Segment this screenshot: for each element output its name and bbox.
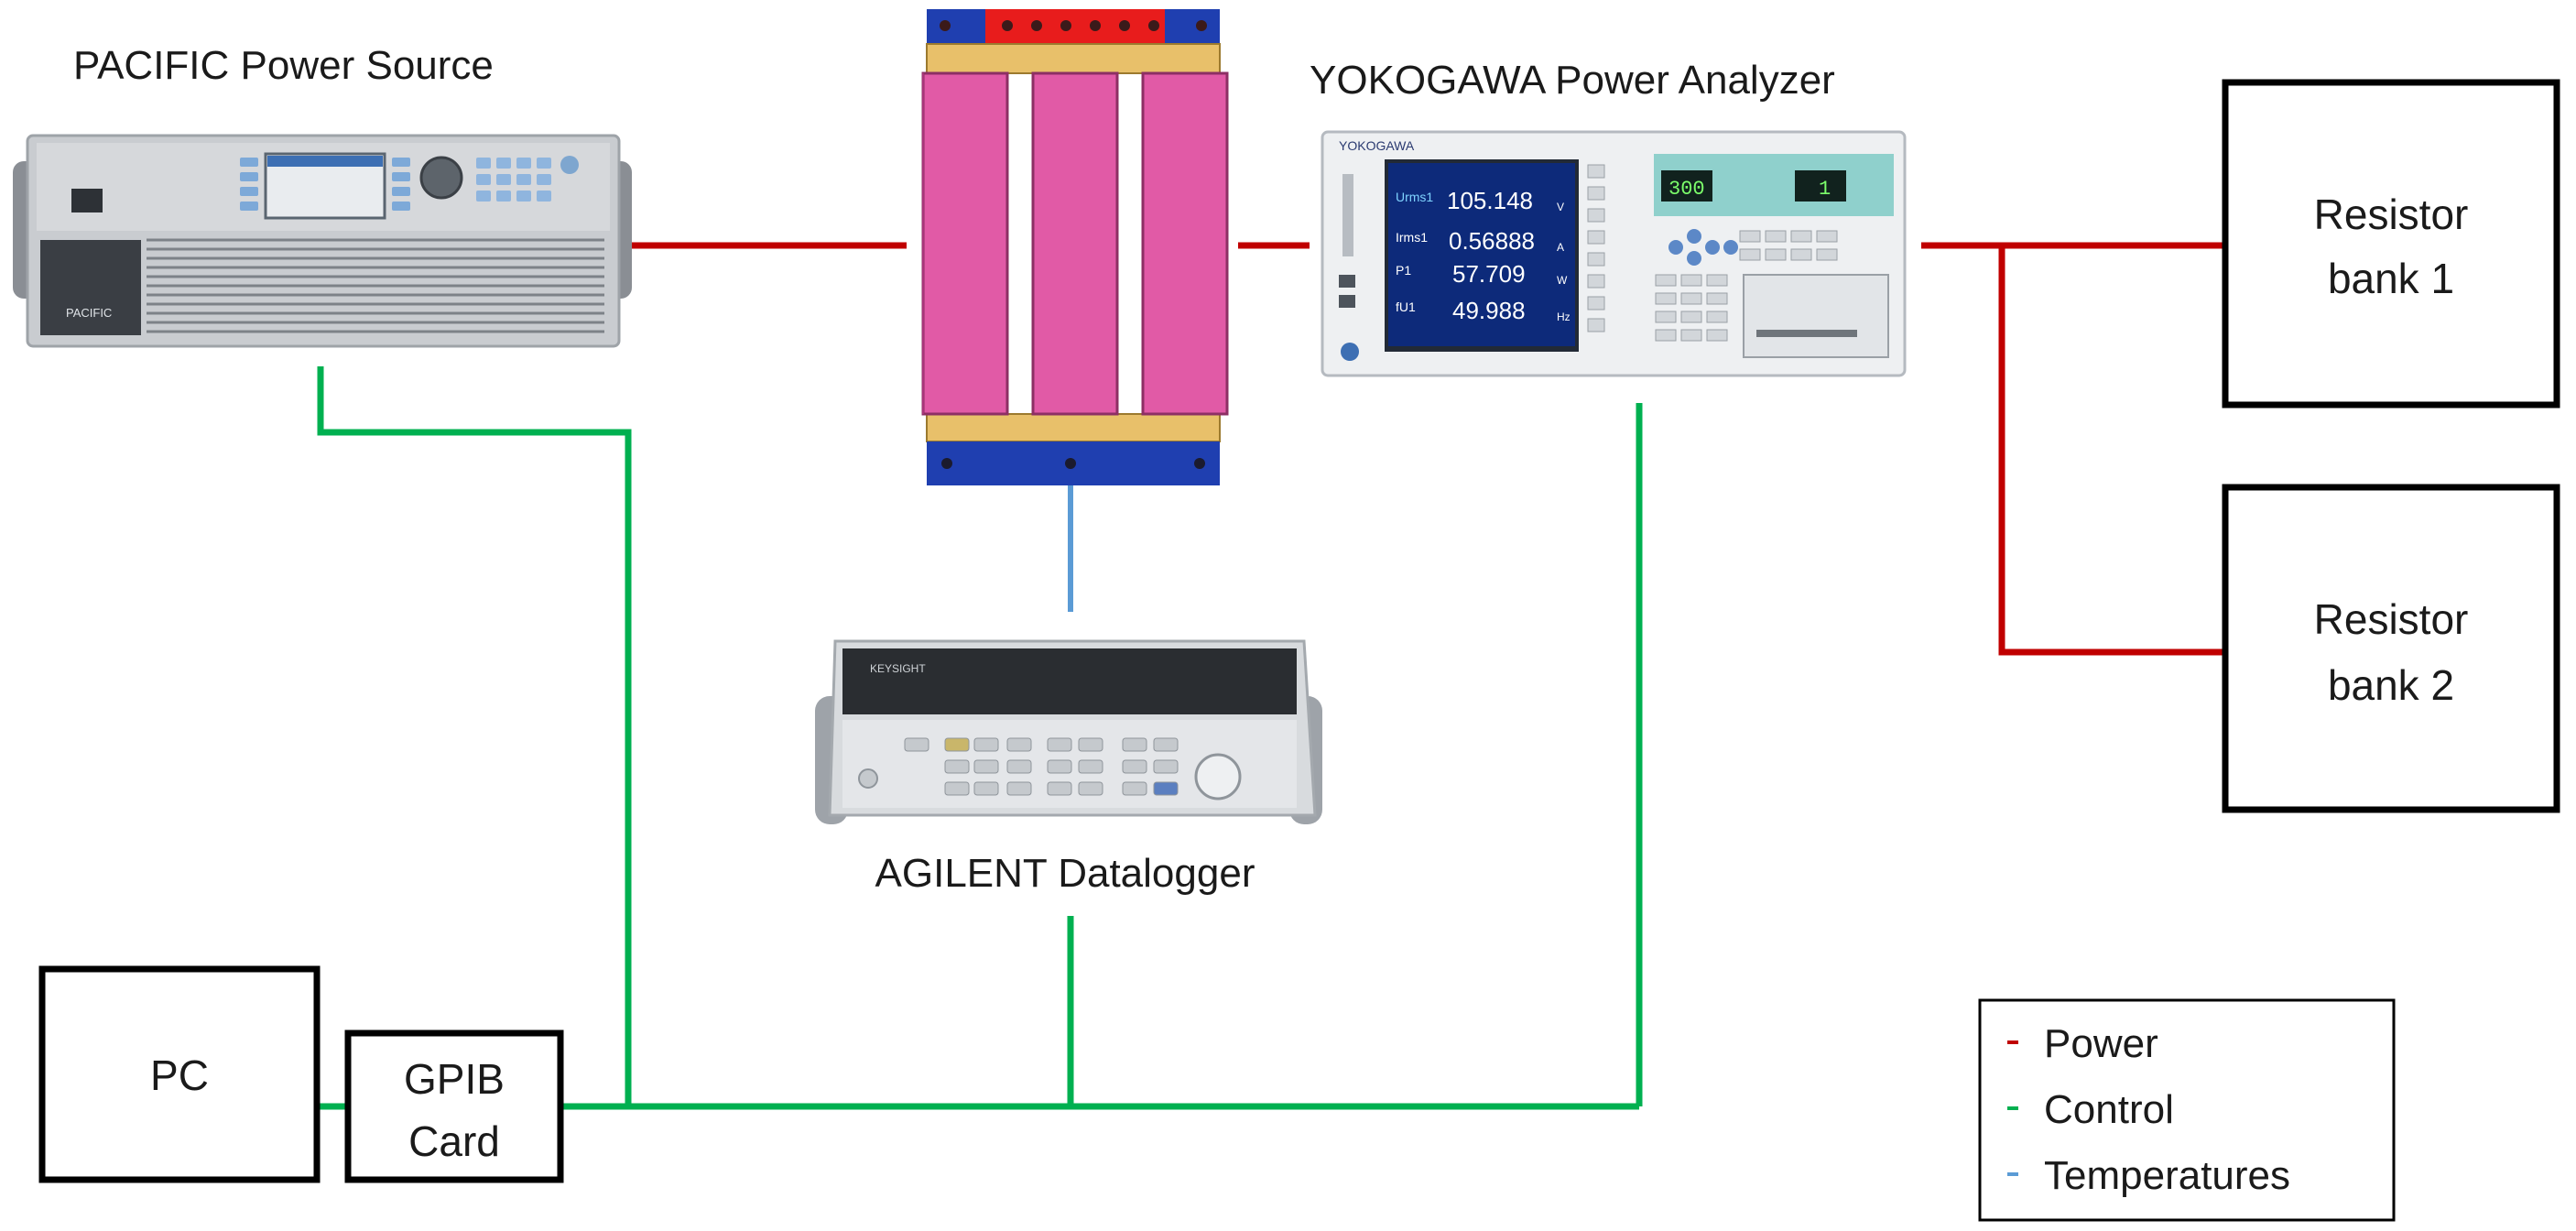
pacific-knob (419, 156, 463, 200)
legend-item-control: Control (2007, 1087, 2174, 1132)
yokogawa-power-analyzer: YOKOGAWA Power Analyzer YOKOGAWA Urms1 1… (1310, 58, 1907, 377)
resistor-bank-2: Resistor bank 2 (2222, 484, 2560, 813)
module-top-clamp (926, 43, 1221, 74)
resistor-bank-2-line1: Resistor (2314, 595, 2469, 643)
legend-item-power: Power (2007, 1021, 2158, 1066)
control-line-pacific (317, 366, 632, 1106)
reading-value-urms1: 105.148 (1447, 187, 1533, 214)
yokogawa-range-current: 1 (1819, 178, 1831, 201)
pacific-vent-grille (147, 238, 604, 333)
yokogawa-screen (1388, 163, 1575, 346)
legend-item-temperatures: Temperatures (2007, 1153, 2290, 1198)
resistor-bank-2-line2: bank 2 (2328, 661, 2454, 709)
reading-unit-irms1: A (1557, 241, 1564, 254)
legend: Power Control Temperatures (1978, 998, 2396, 1222)
yokogawa-range-voltage: 300 (1668, 178, 1705, 201)
legend-label-temperatures: Temperatures (2044, 1153, 2290, 1198)
reading-name-fu1: fU1 (1396, 300, 1416, 314)
yokogawa-usb-port-2 (1339, 295, 1355, 308)
module-bottom-bolts (941, 458, 1205, 469)
pacific-label: PACIFIC Power Source (73, 43, 494, 88)
resistor-bank-1: Resistor bank 1 (2222, 79, 2560, 409)
gpib-card-line1: GPIB (404, 1055, 505, 1103)
legend-label-control: Control (2044, 1087, 2174, 1132)
pacific-power-source: PACIFIC Power Source PACIFIC (13, 43, 632, 348)
gpib-card-line2: Card (408, 1117, 500, 1165)
agilent-keys (904, 737, 1179, 796)
yokogawa-brand: YOKOGAWA (1339, 138, 1415, 153)
test-module (921, 9, 1229, 485)
pacific-power-switch (71, 189, 103, 212)
pacific-keypad (476, 158, 551, 202)
pc: PC (38, 965, 321, 1183)
power-line-branch-resistor2 (1998, 245, 2225, 656)
agilent-label: AGILENT Datalogger (875, 851, 1255, 896)
reading-value-fu1: 49.988 (1452, 297, 1526, 324)
reading-unit-fu1: Hz (1557, 310, 1571, 323)
module-stack-3 (1141, 71, 1229, 416)
pacific-screen-header (267, 156, 383, 167)
module-cell-stacks (921, 71, 1229, 416)
gpib-card-box (344, 1029, 564, 1183)
pacific-badge: PACIFIC (66, 306, 112, 320)
resistor-bank-1-box (2222, 79, 2560, 409)
yokogawa-printer-paper (1756, 330, 1857, 337)
agilent-power-button (858, 768, 878, 789)
resistor-bank-1-line1: Resistor (2314, 191, 2469, 238)
yokogawa-range-current-display (1795, 170, 1846, 202)
yokogawa-nav-keys (1668, 229, 1738, 266)
module-top-bolts (940, 20, 1207, 31)
reading-name-p1: P1 (1396, 263, 1411, 278)
pacific-front-panel-left (40, 240, 141, 335)
pc-box (38, 965, 321, 1183)
resistor-bank-2-box (2222, 484, 2560, 813)
yokogawa-usb-slot (1342, 174, 1353, 256)
yokogawa-power-button (1341, 343, 1359, 361)
gpib-card: GPIB Card (344, 1029, 564, 1183)
module-stack-1 (921, 71, 1009, 416)
reading-name-irms1: Irms1 (1396, 230, 1428, 245)
pacific-softkeys (240, 158, 410, 211)
yokogawa-side-keys (1587, 164, 1605, 332)
legend-box (1978, 998, 2396, 1222)
module-bottom-clamp (926, 413, 1221, 442)
module-top-plate-red (985, 9, 1165, 44)
agilent-datalogger: KEYSIGHT AGILENT Datalogger (815, 639, 1322, 896)
agilent-display (842, 648, 1297, 714)
pacific-power-button (560, 156, 579, 174)
pc-label: PC (150, 1051, 209, 1099)
reading-value-irms1: 0.56888 (1449, 227, 1535, 255)
power-lines (632, 242, 2225, 656)
reading-name-urms1: Urms1 (1396, 190, 1433, 204)
resistor-bank-1-line2: bank 1 (2328, 255, 2454, 302)
yokogawa-label: YOKOGAWA Power Analyzer (1310, 58, 1835, 103)
yokogawa-range-voltage-display (1661, 170, 1712, 202)
reading-value-p1: 57.709 (1452, 260, 1526, 288)
reading-unit-urms1: V (1557, 201, 1564, 213)
agilent-knob (1194, 753, 1242, 801)
yokogawa-readings: Urms1 105.148 V Irms1 0.56888 A P1 57.70… (1396, 187, 1571, 324)
legend-label-power: Power (2044, 1021, 2158, 1066)
yokogawa-function-keys (1655, 230, 1838, 342)
yokogawa-printer-slot (1743, 274, 1889, 358)
yokogawa-usb-port-1 (1339, 275, 1355, 288)
agilent-brand: KEYSIGHT (870, 662, 926, 675)
module-stack-2 (1031, 71, 1119, 416)
reading-unit-p1: W (1557, 274, 1568, 287)
